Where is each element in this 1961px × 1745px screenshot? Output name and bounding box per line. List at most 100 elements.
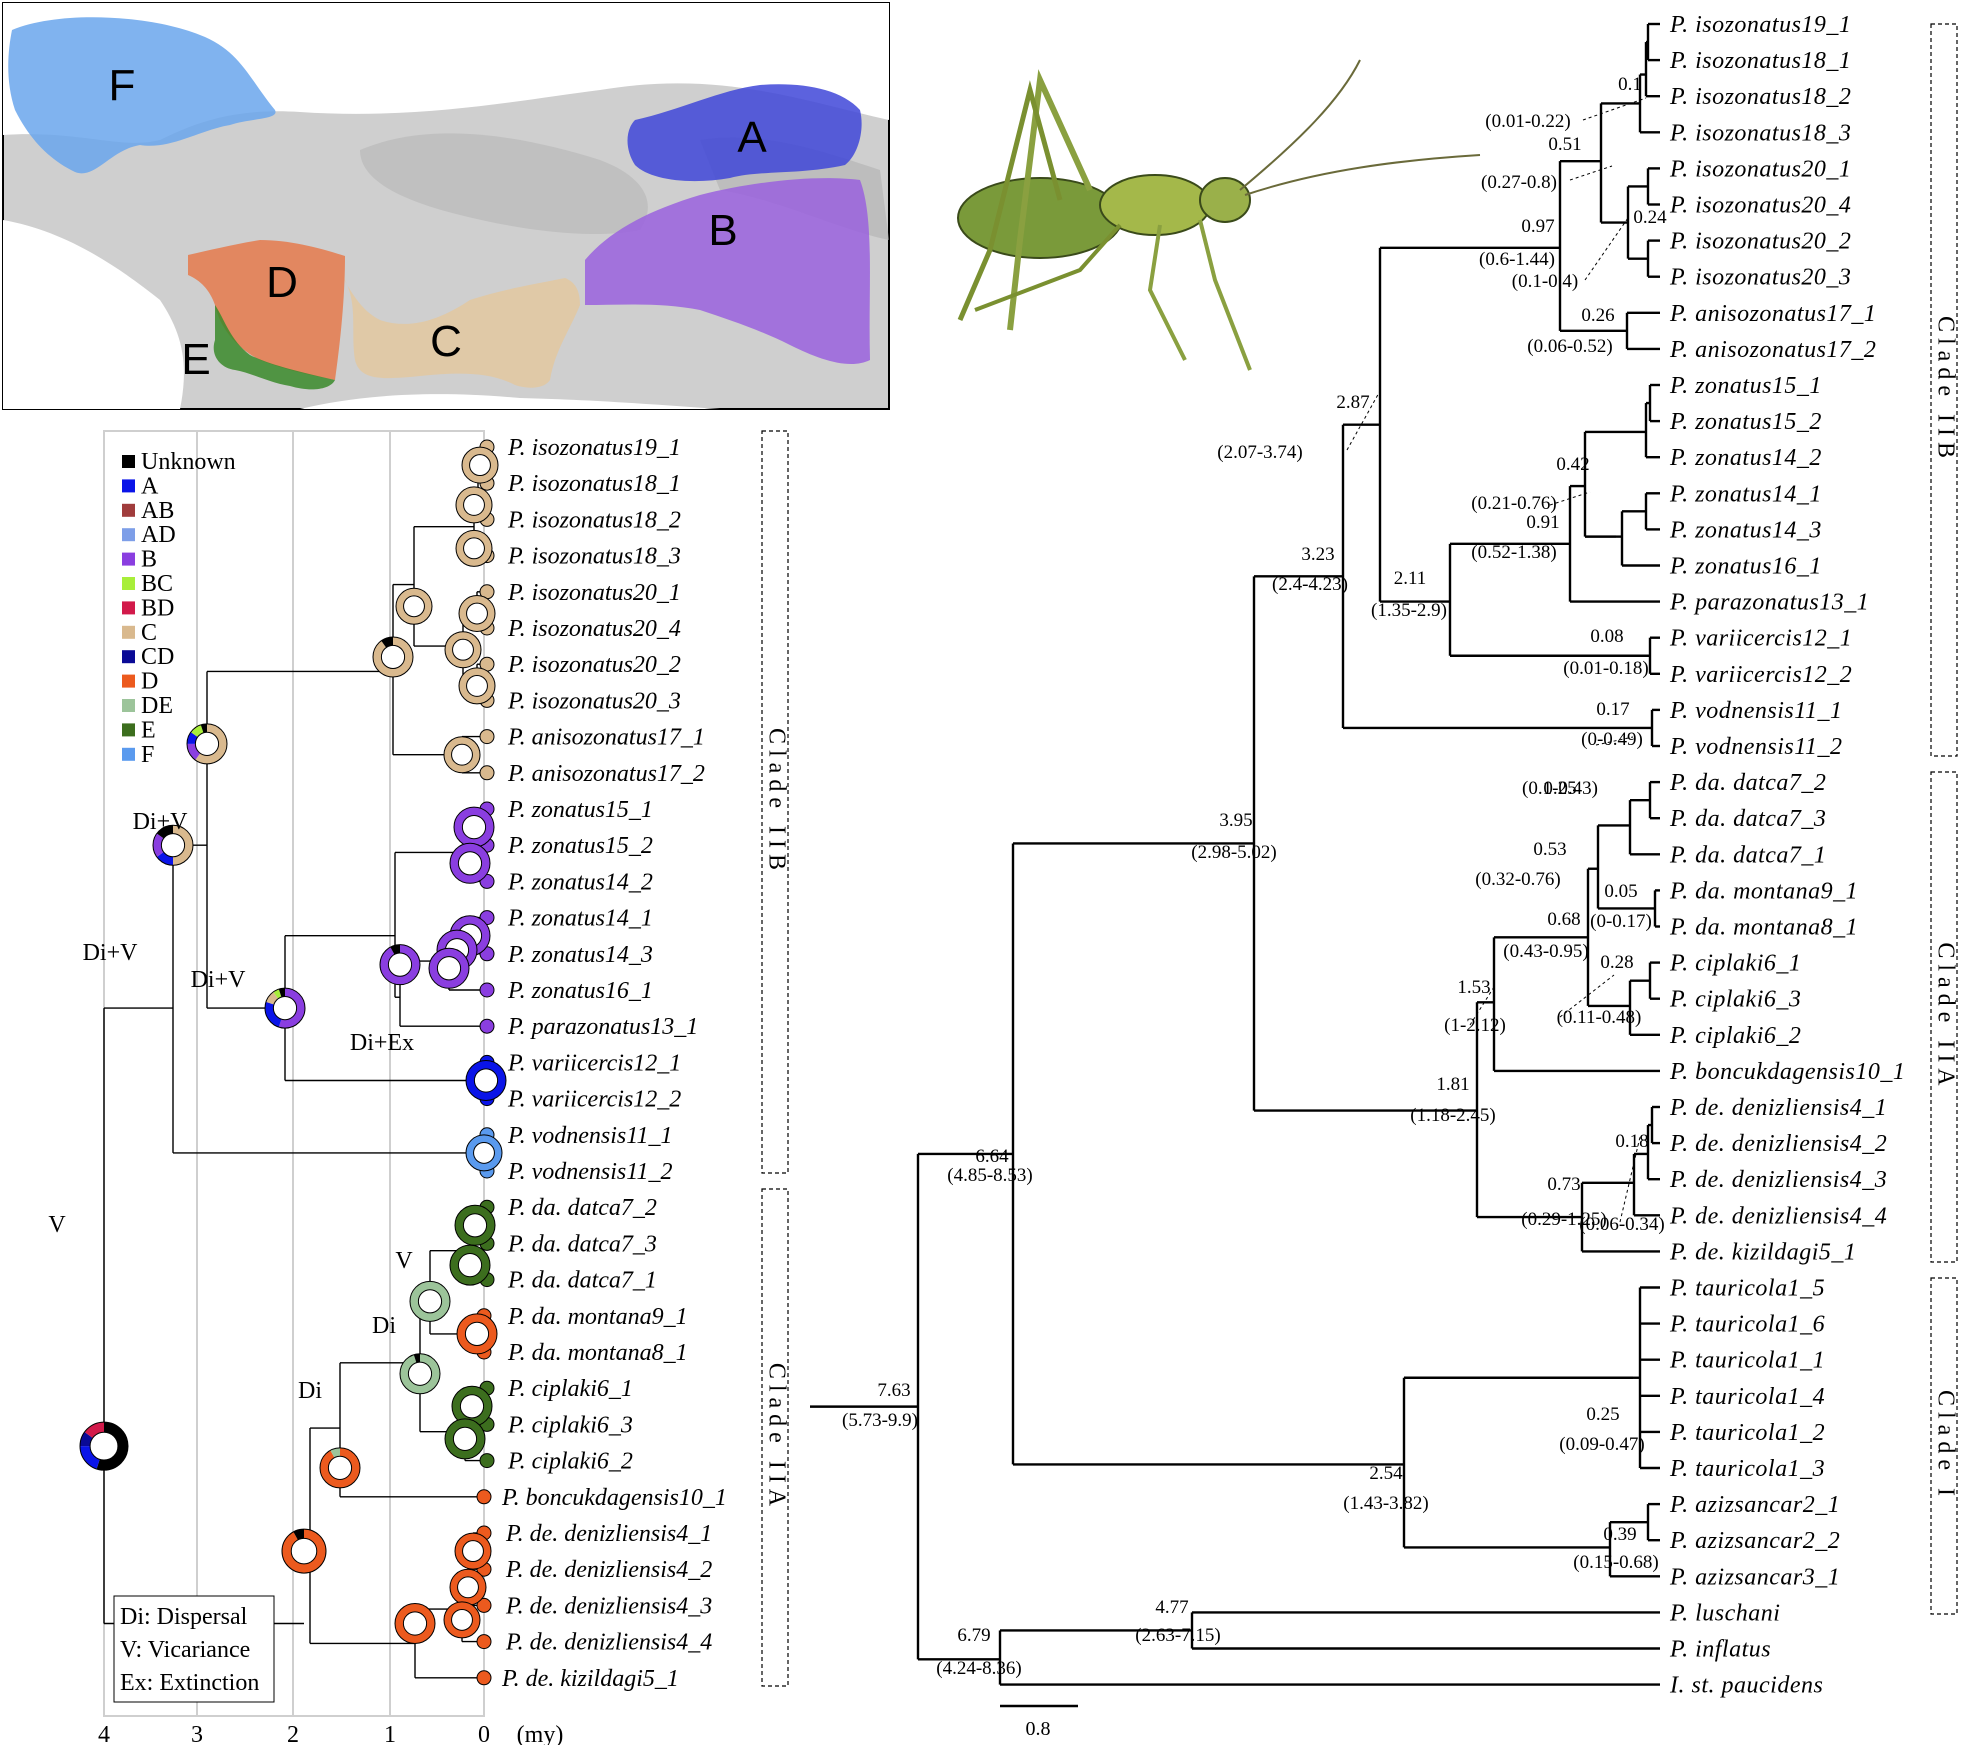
event-label: Di+V (191, 967, 247, 993)
tip-label: P. tauricola1_3 (1669, 1456, 1825, 1482)
legend-label: C (141, 620, 157, 646)
tip-label: P. da. datca7_3 (507, 1231, 657, 1257)
tip-label: P. isozonatus18_2 (507, 507, 681, 533)
node-hpd-interval: (0.6-1.44) (1479, 249, 1555, 270)
node-age: 0.17 (1596, 699, 1629, 720)
pie-b-hole (457, 851, 483, 876)
node-age: 0.68 (1547, 909, 1580, 930)
pie-mixed-slice (278, 988, 285, 998)
clade-iia-right-bracket (1930, 771, 1958, 1263)
pie-c-mixed-outline (372, 636, 414, 678)
node-hpd-interval: (1.18-2.45) (1410, 1105, 1495, 1126)
pie-c-hole (452, 638, 474, 661)
node-age: 0.25 (1543, 778, 1576, 799)
pie-mixed-hole (160, 833, 186, 858)
pie-c-outline (458, 595, 496, 633)
axis-tick-label: 2 (287, 1722, 299, 1745)
node-leader (1469, 986, 1495, 1026)
node-age: 0.39 (1603, 1524, 1636, 1545)
tip-label: P. isozonatus20_4 (1669, 193, 1851, 219)
tip-state-dot (476, 1597, 492, 1613)
legend-label: A (141, 473, 159, 499)
node-hpd-interval: (0.21-0.76) (1471, 493, 1556, 514)
pie-de-slice (413, 1353, 420, 1363)
legend-label: BC (141, 571, 173, 597)
legend-label: AD (141, 522, 176, 548)
scale-bar-label: 0.8 (1026, 1718, 1051, 1740)
tip-state-dot (479, 729, 495, 745)
node-hpd-interval: (0.27-0.8) (1481, 172, 1557, 193)
region-c (340, 272, 580, 388)
pie-f-slice (465, 1134, 502, 1171)
node-age: 0.53 (1533, 839, 1566, 860)
axis-unit-label: (my) (517, 1722, 564, 1745)
pie-d-outline (281, 1528, 327, 1574)
node-age: 0.24 (1633, 207, 1667, 228)
node-leader (1569, 165, 1613, 181)
pie-mixed-hole (272, 996, 298, 1021)
tip-label: P. isozonatus20_1 (1669, 156, 1851, 182)
node-age: 0.18 (1615, 1131, 1648, 1152)
legend-label: AB (141, 498, 174, 524)
clade-iia-right-label: Clade IIA (1932, 942, 1958, 1091)
event-label: Di+V (83, 940, 139, 966)
node-age: 4.77 (1155, 1597, 1188, 1618)
tip-label: P. da. montana9_1 (1669, 878, 1858, 904)
clade-iib-label: Clade IIB (763, 728, 789, 876)
ancestral-state-pies (79, 439, 507, 1686)
node-leader (1619, 1136, 1641, 1223)
pie-c-mixed-hole (380, 644, 406, 670)
pie-c-hole (463, 493, 485, 516)
tip-label: P. da. montana9_1 (507, 1304, 688, 1330)
pie-mixed-hole (194, 731, 220, 756)
pie-c-hole (466, 602, 488, 625)
tip-label: P. vodnensis11_1 (507, 1123, 672, 1149)
node-age: 0.05 (1604, 881, 1637, 902)
tip-label: P. ciplaki6_1 (1669, 951, 1801, 977)
pie-root-slice (96, 1422, 129, 1471)
pie-de-slice (400, 1353, 441, 1394)
pie-b-slice (429, 948, 470, 989)
clade-i-bracket (1930, 1277, 1958, 1615)
pie-b-hole (461, 815, 487, 840)
tip-label: P. anisozonatus17_2 (507, 761, 705, 787)
pie-mixed-outline (264, 987, 306, 1029)
tip-label: P. boncukdagensis10_1 (501, 1485, 727, 1511)
clade-i-label: Clade I (1932, 1390, 1958, 1502)
pie-mixed-slice (173, 825, 194, 866)
node-hpd-interval: (0.15-0.68) (1573, 1552, 1658, 1573)
tip-label: P. de. denizliensis4_1 (1669, 1095, 1887, 1121)
pie-c-outline (395, 587, 433, 625)
node-age: 0.51 (1548, 134, 1581, 155)
pie-e-hole (452, 1426, 478, 1451)
pie-b-hole (436, 956, 462, 981)
node-hpd-interval: (2.4-4.23) (1272, 574, 1348, 595)
axis-tick-label: 4 (98, 1722, 110, 1745)
event-label: V (48, 1212, 66, 1238)
node-age: 3.23 (1301, 544, 1334, 565)
pie-mixed-slice (187, 743, 201, 761)
pie-e-hole (462, 1213, 488, 1238)
tip-label: P. anisozonatus17_1 (1669, 301, 1876, 327)
pie-d-slice (454, 1533, 491, 1570)
tip-label: P. de. denizliensis4_2 (1669, 1131, 1887, 1157)
tip-label: P. zonatus15_2 (1669, 409, 1822, 435)
pie-d-hole (402, 1611, 428, 1636)
tip-label: P. ciplaki6_3 (507, 1412, 633, 1438)
tip-label: P. isozonatus20_3 (1669, 265, 1851, 291)
pie-c-hole (466, 674, 488, 697)
insect-hind-leg (1007, 69, 1093, 331)
node-hpd-interval: (0-0.49) (1581, 729, 1643, 750)
tip-label: P. boncukdagensis10_1 (1669, 1059, 1905, 1085)
node-age: 2.11 (1394, 568, 1427, 589)
tip-label: P. de. kizildagi5_1 (501, 1666, 679, 1692)
pie-c-hole (463, 537, 485, 560)
node-age: 7.63 (877, 1380, 910, 1401)
legend-label: DE (141, 693, 173, 719)
node-age: 1.53 (1457, 977, 1490, 998)
pie-a-slice (466, 1060, 507, 1101)
tip-label: P. anisozonatus17_2 (1669, 337, 1876, 363)
pie-a-outline (465, 1060, 507, 1101)
node-hpd-interval: (4.85-8.53) (947, 1165, 1032, 1186)
pie-d-slice (449, 1569, 486, 1606)
